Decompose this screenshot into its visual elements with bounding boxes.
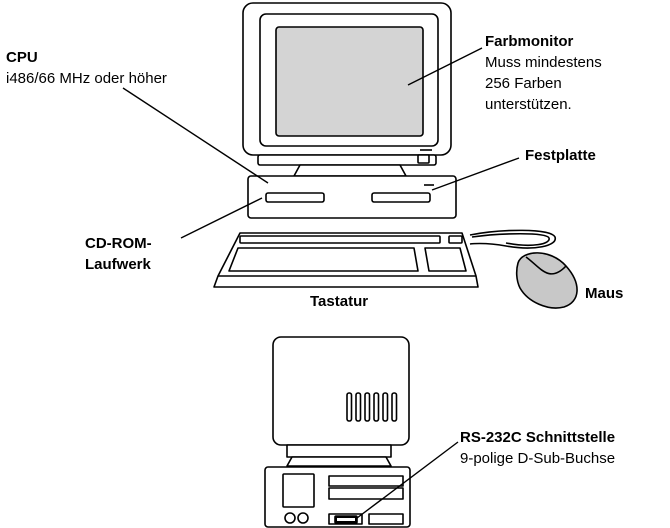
- monitor-detail-line2: 256 Farben: [485, 75, 562, 92]
- monitor-detail-line3: unterstützen.: [485, 96, 572, 113]
- cdrom-title-line1: CD-ROM-: [85, 235, 152, 252]
- rs232-leader: [356, 441, 459, 519]
- system-unit-rear: [264, 466, 411, 528]
- monitor: [242, 2, 452, 177]
- cdrom-label: CD-ROM- Laufwerk: [85, 233, 152, 275]
- monitor-vents: [346, 392, 398, 422]
- monitor-screen: [275, 26, 424, 137]
- cdrom-leader: [180, 197, 263, 239]
- hdd-leader: [431, 157, 520, 191]
- monitor-leader: [407, 47, 483, 86]
- mouse-label: Maus: [585, 283, 623, 304]
- cdrom-title-line2: Laufwerk: [85, 256, 151, 273]
- rs232-detail: 9-polige D-Sub-Buchse: [460, 450, 616, 467]
- cpu-leader: [122, 87, 269, 184]
- cpu-detail: i486/66 MHz oder höher: [6, 70, 167, 87]
- cdrom-drive-slot: [265, 192, 325, 203]
- keyboard-title: Tastatur: [310, 293, 369, 310]
- keyboard-label: Tastatur: [310, 291, 368, 312]
- monitor-title: Farbmonitor: [485, 33, 574, 50]
- keyboard: [213, 232, 479, 288]
- mouse-title: Maus: [585, 285, 624, 302]
- monitor-power-button: [417, 154, 430, 164]
- hdd-title: Festplatte: [525, 147, 596, 164]
- system-unit: [247, 175, 457, 219]
- cpu-label: CPU i486/66 MHz oder höher: [6, 47, 167, 89]
- monitor-label: Farbmonitor Muss mindestens 256 Farben u…: [485, 31, 602, 115]
- mouse: [469, 229, 578, 309]
- monitor-rear: [272, 336, 410, 467]
- power-supply: [282, 473, 315, 508]
- monitor-detail-line1: Muss mindestens: [485, 54, 602, 71]
- leader-lines: [122, 47, 520, 519]
- power-socket-right: [297, 512, 309, 524]
- hdd-label: Festplatte: [525, 145, 596, 166]
- rs232-title: RS-232C Schnittstelle: [460, 429, 616, 446]
- power-socket-left: [284, 512, 296, 524]
- rs232-label: RS-232C Schnittstelle 9-polige D-Sub-Buc…: [460, 427, 615, 469]
- floppy-drive-slot: [371, 192, 431, 203]
- cpu-title: CPU: [6, 49, 38, 66]
